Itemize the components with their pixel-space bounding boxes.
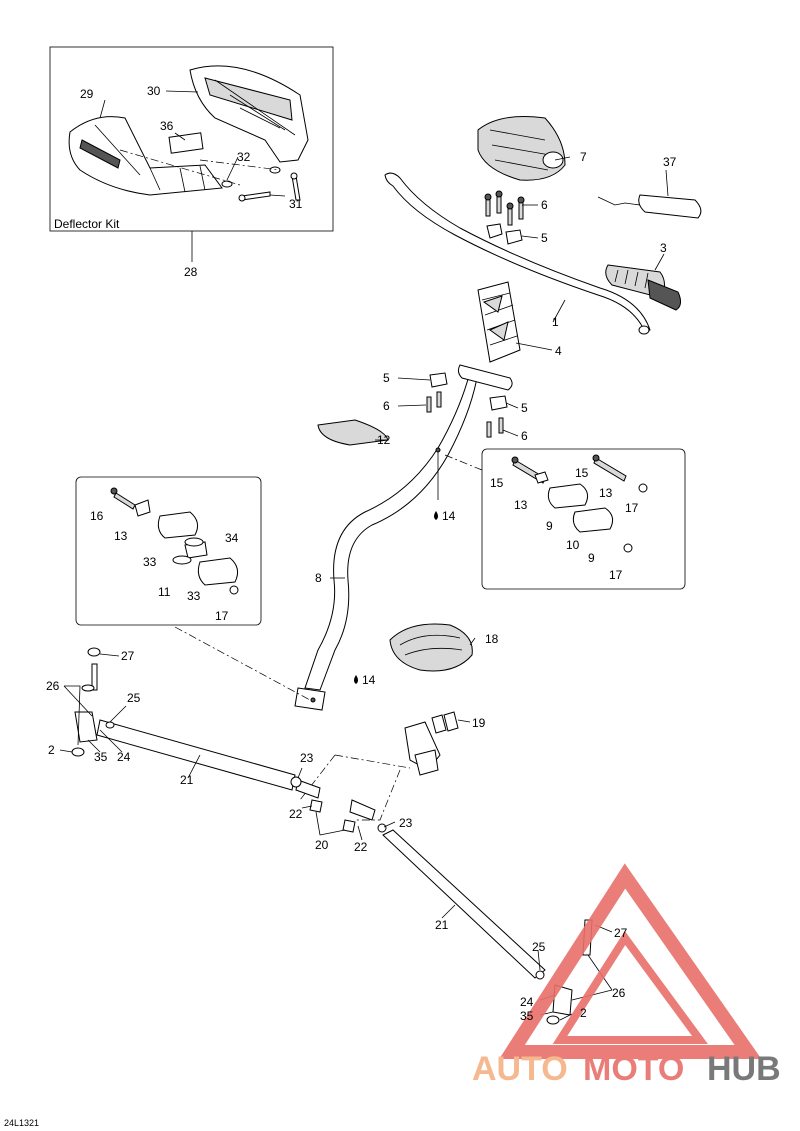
label-31: 31 [289,197,303,211]
label-19: 19 [472,716,486,730]
label-10: 10 [566,538,580,552]
label-23: 23 [399,816,413,830]
steering-column [294,364,513,711]
label-2: 2 [580,1006,587,1020]
label-18: 18 [485,632,499,646]
label-33: 33 [187,589,201,603]
label-6: 6 [383,399,390,413]
deflector-kit-label: Deflector Kit [54,217,120,231]
label-22: 22 [289,807,303,821]
label-27: 27 [614,926,628,940]
label-6: 6 [541,198,548,212]
label-17: 17 [625,501,639,515]
grip [605,264,682,311]
label-6: 6 [521,429,528,443]
label-9: 9 [588,551,595,565]
label-25: 25 [532,940,546,954]
handlebar-cover [477,116,566,181]
lower-clamps [426,372,508,438]
part-labels: 1 2 2 3 4 5 5 5 6 6 6 7 8 9 9 10 11 12 1… [46,84,677,1023]
label-29: 29 [80,87,94,101]
right-inset-box [481,448,686,590]
handlebar [384,172,651,335]
label-9: 9 [546,519,553,533]
label-20: 20 [315,838,329,852]
tie-rod-ends-center [309,799,387,833]
label-3: 3 [660,241,667,255]
steering-bracket [404,711,459,776]
watermark-logo: AUTO MOTO HUB [472,863,781,1088]
label-28: 28 [184,265,198,279]
grease-icon [354,675,358,684]
label-1: 1 [552,315,559,329]
label-27: 27 [121,649,135,663]
label-5: 5 [521,401,528,415]
label-5: 5 [541,231,548,245]
label-35: 35 [520,1009,534,1023]
label-15: 15 [575,466,589,480]
watermark-hub: HUB [707,1050,781,1088]
label-36: 36 [160,119,174,133]
upper-clamps [484,190,525,245]
label-24: 24 [117,750,131,764]
label-12: 12 [377,433,391,447]
grease-icon [434,511,438,520]
watermark-moto: MOTO [583,1050,684,1088]
deflector-kit-box [49,46,334,232]
label-35: 35 [94,750,108,764]
kit-hardware [119,149,301,202]
label-15: 15 [490,476,504,490]
label-14: 14 [362,673,376,687]
label-11: 11 [158,585,171,599]
handguard-right [189,65,309,163]
label-26: 26 [46,679,60,693]
label-16: 16 [90,509,104,523]
label-21: 21 [435,918,449,932]
label-17: 17 [609,568,623,582]
label-2: 2 [48,743,55,757]
label-34: 34 [225,531,239,545]
label-32: 32 [237,150,251,164]
label-37: 37 [663,155,677,169]
label-26: 26 [612,986,626,1000]
label-5: 5 [383,371,390,385]
drawing-code: 24L1321 [4,1118,39,1128]
label-25: 25 [127,691,141,705]
label-17: 17 [215,609,229,623]
decal [168,132,204,154]
label-13: 13 [114,529,128,543]
label-4: 4 [555,344,562,358]
label-14: 14 [442,509,456,523]
watermark-auto: AUTO [472,1050,568,1088]
label-33: 33 [143,555,157,569]
label-24: 24 [520,995,534,1009]
left-inset-box [75,476,262,626]
riser [477,281,521,363]
label-7: 7 [580,150,587,164]
label-13: 13 [599,486,613,500]
label-30: 30 [147,84,161,98]
label-21: 21 [180,773,194,787]
right-clamp-assembly [511,454,648,553]
label-23: 23 [300,751,314,765]
left-clamp-assembly [110,487,239,595]
handguard-left [68,116,223,196]
grip-heater [597,194,702,219]
tie-rod-left [71,647,321,799]
label-8: 8 [315,571,322,585]
boot [389,623,473,672]
label-13: 13 [514,498,528,512]
label-22: 22 [354,840,368,854]
tie-rod-right [382,829,593,1025]
